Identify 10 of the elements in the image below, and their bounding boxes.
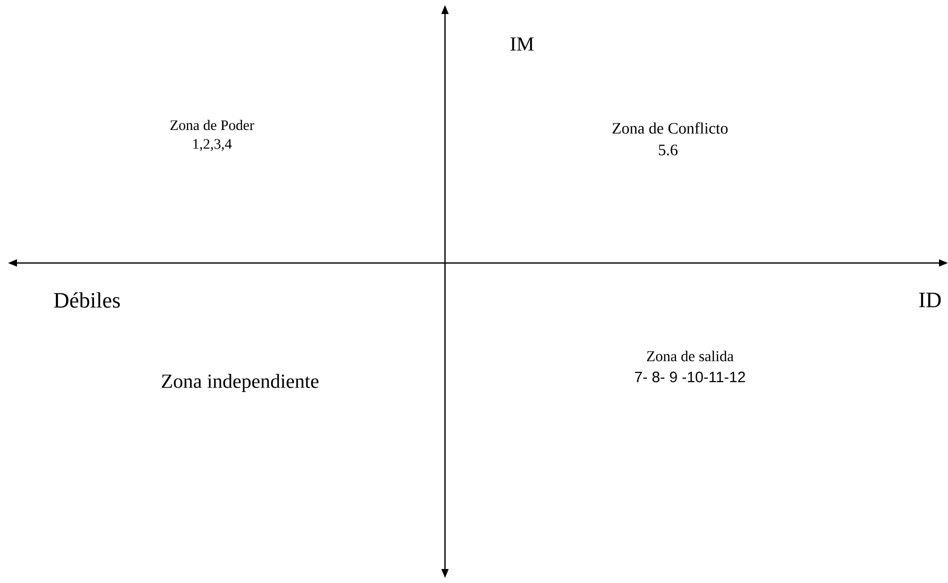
axis-label: 7- 8- 9 -10-11-12 [635, 372, 745, 382]
axis-label: Zona de Poder [170, 120, 254, 130]
axis-label: IM [510, 37, 534, 51]
axis-label: Zona de Conflicto [612, 122, 728, 134]
axis-label: Zona independiente [162, 374, 318, 392]
axis-label: ID [919, 292, 941, 308]
axis-label: 1,2,3,4 [193, 139, 232, 151]
axis-label: 5.6 [658, 144, 678, 156]
axis-label: Zona de salida [647, 350, 734, 362]
axis-label: Débiles [54, 292, 120, 308]
